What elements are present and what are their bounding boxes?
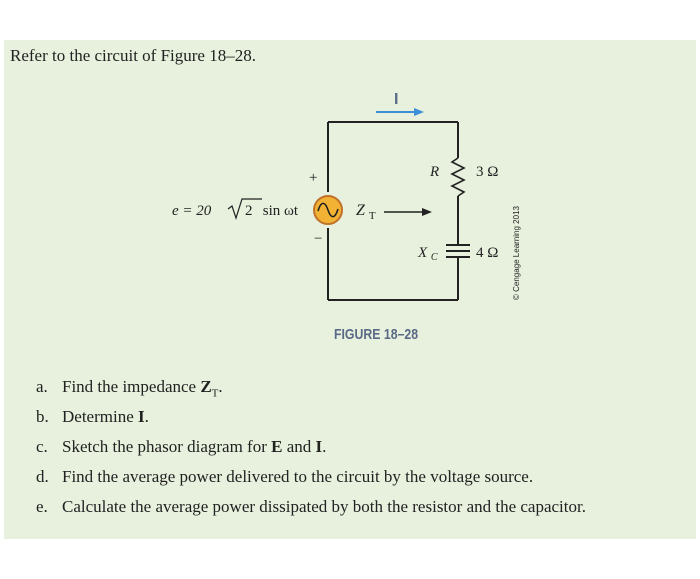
source-eq-lhs: e = 20 [172, 203, 212, 219]
question-c: c. Sketch the phasor diagram for E and I… [36, 437, 586, 467]
question-text: Calculate the average power dissipated b… [62, 497, 586, 516]
question-a: a. Find the impedance ZT. [36, 377, 586, 407]
question-list: a. Find the impedance ZT. b. Determine I… [36, 377, 586, 527]
capacitor-value: 4 Ω [476, 245, 498, 261]
xc-sub: C [431, 252, 438, 263]
question-letter: a. [36, 377, 48, 396]
question-text: Find the impedance ZT. [62, 377, 223, 400]
xc-label: X [417, 245, 428, 261]
zt-arrow [384, 208, 432, 216]
zt-label: Z [356, 202, 366, 219]
circuit-wires [327, 121, 459, 301]
zt-sub: T [369, 210, 376, 222]
prompt-text: Refer to the circuit of Figure 18–28. [10, 46, 256, 65]
question-letter: b. [36, 407, 49, 426]
question-letter: c. [36, 437, 48, 456]
current-label: I [394, 91, 398, 108]
xc-label-group: X C [417, 245, 438, 263]
source-minus: − [314, 231, 322, 247]
resistor-icon [450, 157, 466, 197]
current-arrow-icon [376, 108, 424, 116]
source-plus: + [309, 170, 317, 186]
source-eq-rhs: sin ωt [259, 203, 299, 219]
source-equation: e = 20 2 sin ωt [172, 198, 299, 220]
figure-caption: FIGURE 18–28 [334, 326, 419, 343]
question-b: b. Determine I. [36, 407, 586, 437]
zt-label-group: Z T [356, 202, 376, 222]
resistor-value: 3 Ω [476, 164, 498, 180]
question-e: e. Calculate the average power dissipate… [36, 497, 586, 527]
question-text: Find the average power delivered to the … [62, 467, 534, 486]
question-d: d. Find the average power delivered to t… [36, 467, 586, 497]
ac-source-icon [313, 195, 343, 225]
question-letter: e. [36, 497, 48, 516]
question-text: Sketch the phasor diagram for E and I. [62, 437, 327, 456]
resistor-label: R [429, 164, 439, 180]
source-eq-radicand: 2 [245, 203, 253, 219]
question-letter: d. [36, 467, 49, 486]
capacitor-icon [446, 244, 470, 258]
question-text: Determine I. [62, 407, 149, 426]
content-panel [4, 40, 696, 539]
svg-text:e = 20: e = 20 [172, 203, 212, 219]
copyright-credit: © Cengage Learning 2013 [512, 206, 521, 300]
